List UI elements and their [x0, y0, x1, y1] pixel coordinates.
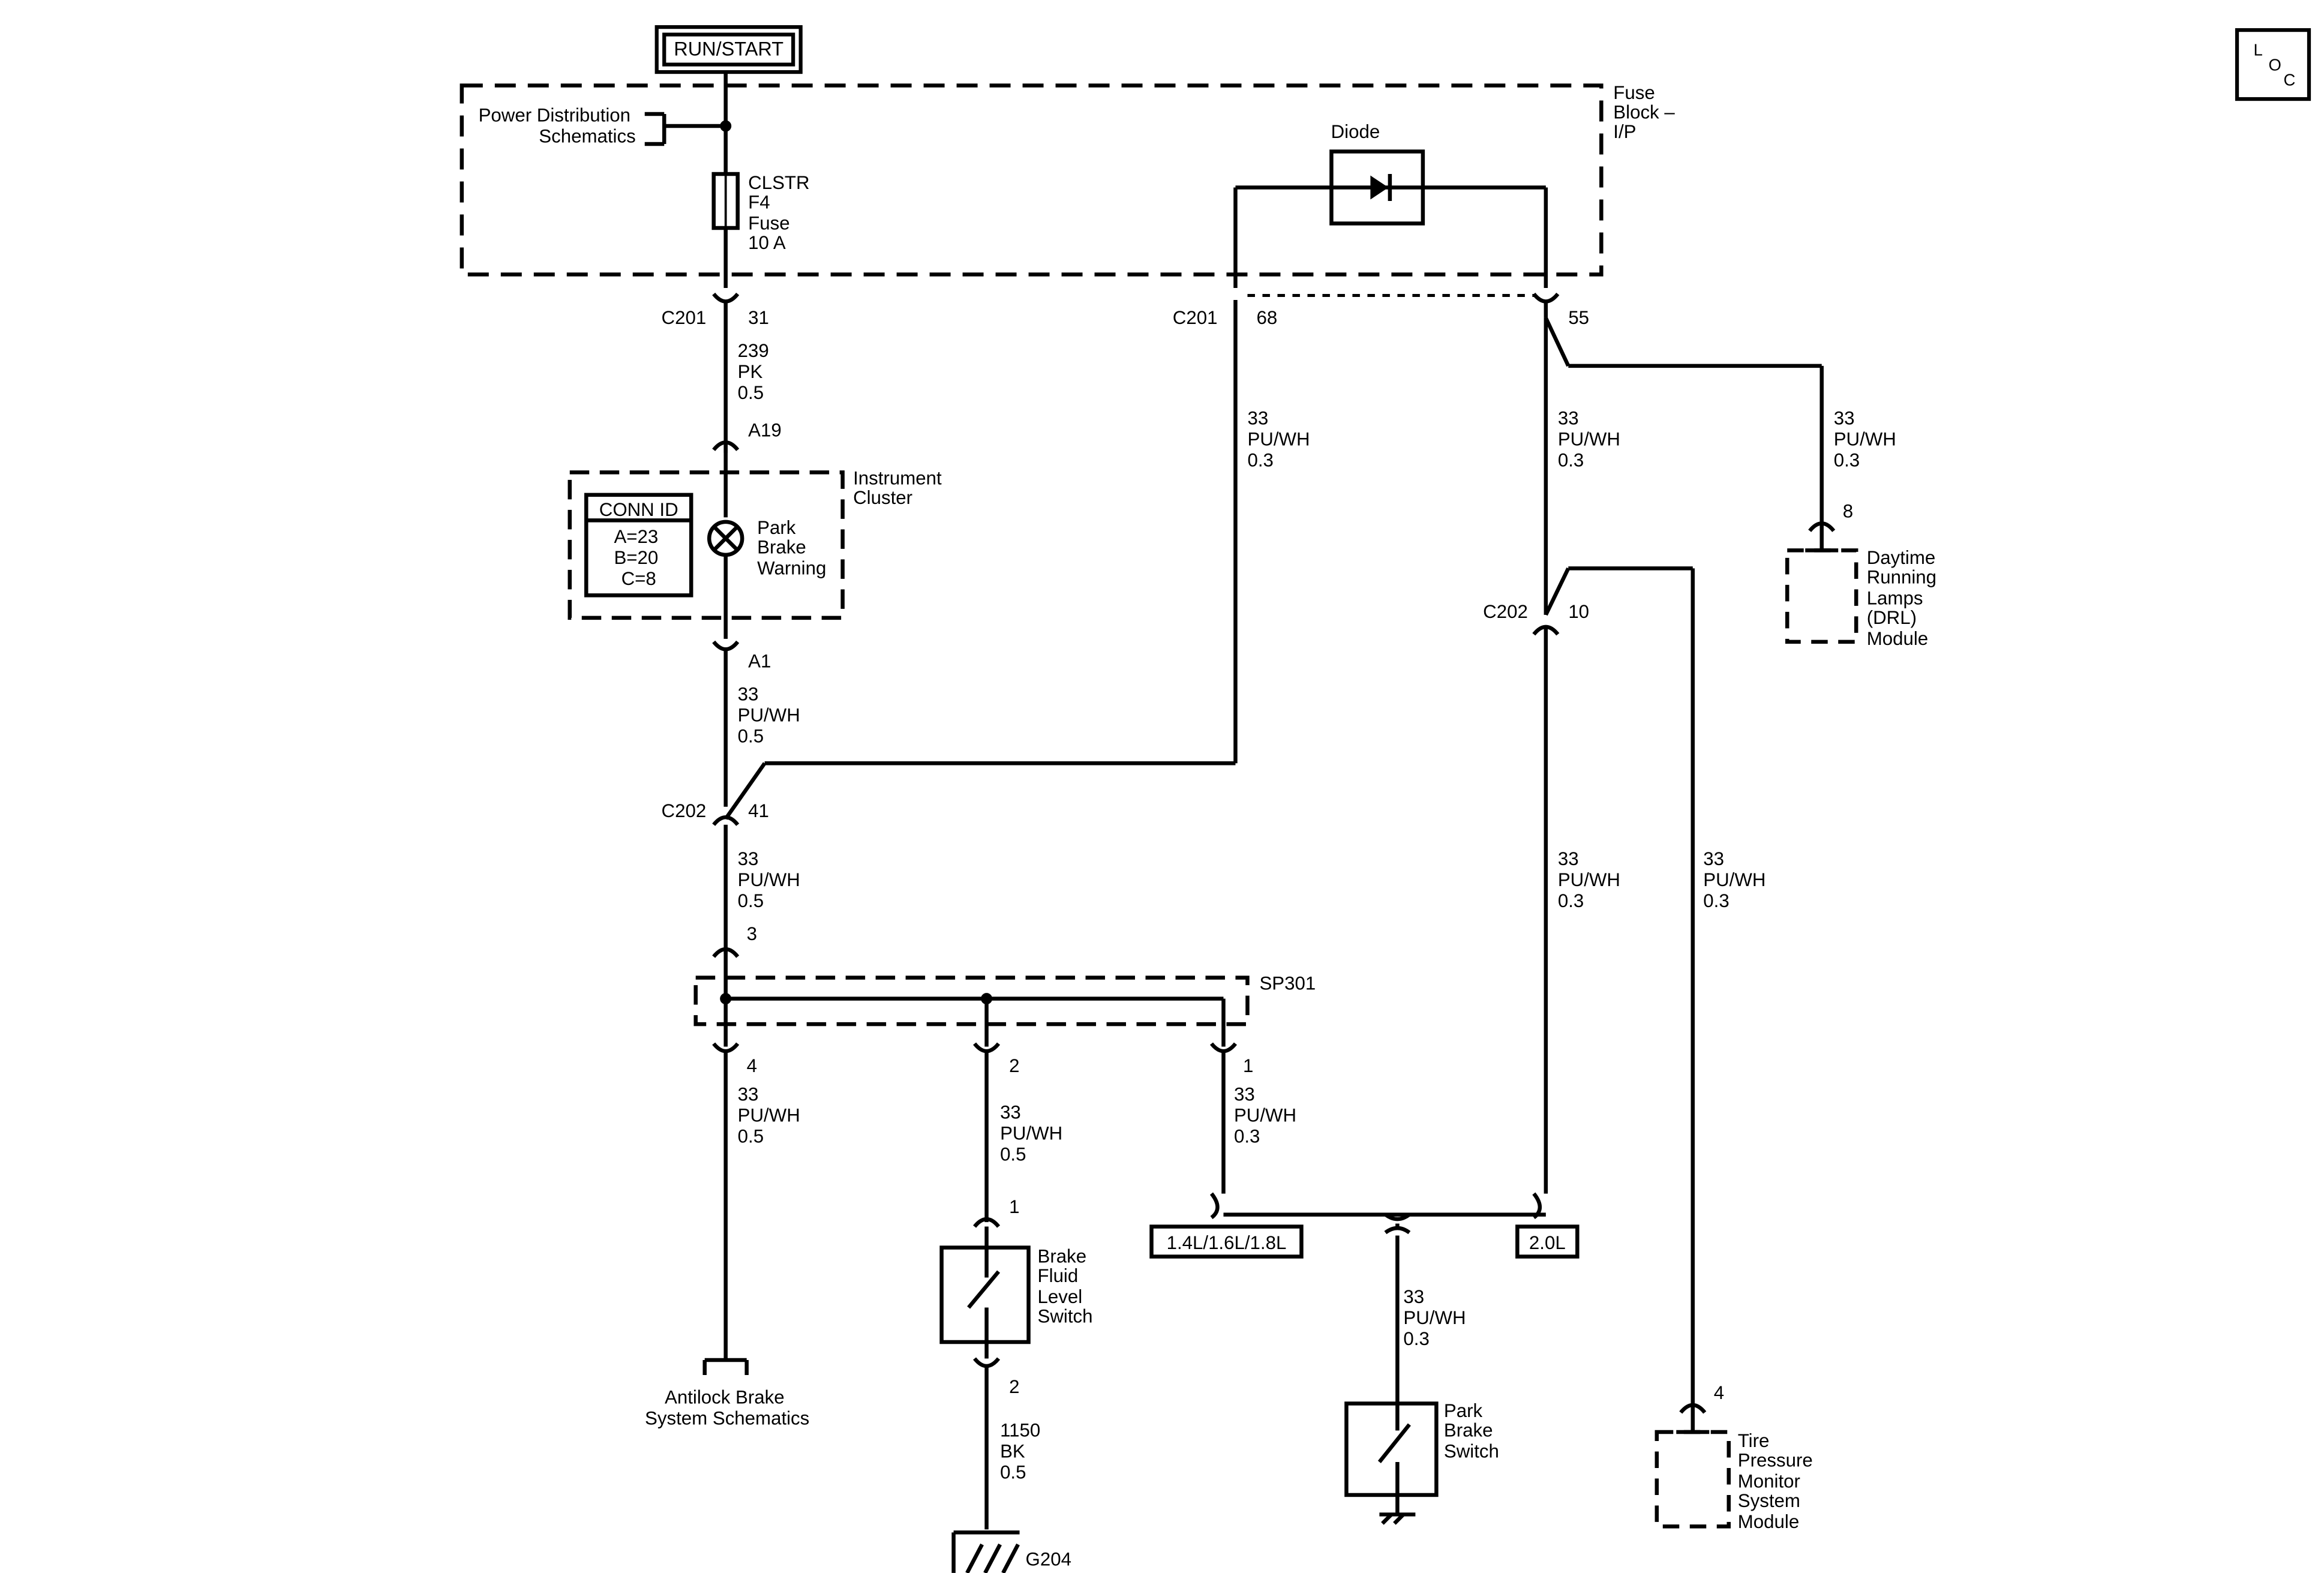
instrument-cluster-boundary — [568, 470, 845, 620]
clstr-fuse — [711, 126, 740, 288]
clstr-fuse-label: CLSTR F4 Fuse 10 A — [748, 172, 815, 253]
a19-connector — [712, 440, 740, 518]
loc-l: L — [2254, 41, 2263, 59]
brake-fluid-switch-label: Brake Fluid Level Switch — [1038, 1246, 1093, 1327]
park-brake-switch — [1344, 1401, 1439, 1525]
wire-1150-bk-label: 1150 BK 0.5 — [1000, 1419, 1046, 1482]
option-bus — [1209, 1192, 1546, 1404]
a1-connector — [712, 640, 740, 807]
conn-id-rows: A=23 B=20 C=8 — [614, 526, 663, 589]
wire-239-pk-label: 239 PK 0.5 — [738, 340, 774, 403]
run-start-source — [654, 25, 803, 127]
park-brake-switch-label: Park Brake Switch — [1444, 1400, 1499, 1461]
power-distribution-label: Power Distribution Schematics — [479, 105, 636, 147]
option-left-label: 1.4L/1.6L/1.8L — [1167, 1232, 1287, 1253]
ground-g204 — [951, 1530, 1020, 1573]
brake-fluid-bottom-pin: 2 — [1009, 1376, 1019, 1397]
c201-31-name: C201 — [662, 307, 707, 328]
run-start-label: RUN/START — [674, 38, 783, 60]
wire-33-a1-label: 33 PU/WH 0.5 — [738, 683, 806, 746]
drl-module-label: Daytime Running Lamps (DRL) Module — [1867, 547, 1942, 649]
c201-31-pin: 31 — [748, 307, 769, 328]
wire-c201-55 — [1532, 292, 1824, 615]
wire-33-abs-label: 33 PU/WH 0.5 — [738, 1084, 806, 1147]
sp301-out-pin-1: 1 — [1243, 1055, 1253, 1076]
sp301-in-pin: 3 — [747, 923, 757, 944]
tpms-module-label: Tire Pressure Monitor System Module — [1738, 1430, 1818, 1532]
wire-33-c201-68-label: 33 PU/WH 0.3 — [1247, 407, 1315, 470]
diode-label: Diode — [1331, 121, 1380, 142]
tpms-pin: 4 — [1714, 1382, 1724, 1403]
loc-c: C — [2284, 71, 2296, 89]
loc-o: O — [2269, 56, 2281, 74]
c202-10-pin: 10 — [1568, 601, 1589, 622]
c201-68-pin: 68 — [1256, 307, 1277, 328]
sp301-splice — [693, 975, 1250, 1047]
brake-fluid-level-switch — [939, 1217, 1031, 1530]
drl-module — [1785, 521, 1858, 644]
wire-33-tpms-label: 33 PU/WH 0.3 — [1703, 848, 1771, 911]
loc-box — [2235, 28, 2311, 101]
fuse-block-boundary — [460, 83, 1604, 277]
wire-33-c202-sp301-label: 33 PU/WH 0.5 — [738, 848, 806, 911]
wire-33-c202-10-label: 33 PU/WH 0.3 — [1558, 848, 1626, 911]
option-left-box — [1149, 1224, 1304, 1259]
c202-10-name: C202 — [1483, 601, 1528, 622]
c202-pin41-connector — [712, 815, 740, 954]
c202-41-pin: 41 — [748, 800, 769, 821]
sp301-out-pin-2: 2 — [1009, 1055, 1019, 1076]
park-brake-warning-lamp — [707, 520, 744, 639]
c201-55-pin: 55 — [1568, 307, 1589, 328]
c201-68-name: C201 — [1173, 307, 1218, 328]
sp301-out-pin-4: 4 — [747, 1055, 757, 1076]
power-distribution-bracket — [644, 112, 732, 146]
c201-pin31-connector — [712, 292, 740, 453]
abs-reference-symbol — [702, 1358, 749, 1375]
instrument-cluster-label: Instrument Cluster — [853, 467, 947, 508]
fuse-block-label: Fuse Block – I/P — [1613, 82, 1680, 142]
a19-pin: A19 — [748, 419, 782, 440]
diode — [1233, 149, 1548, 288]
wire-c201-68-to-c202-41 — [724, 299, 1238, 820]
sp301-outputs — [712, 1042, 1238, 1361]
c202-41-name: C202 — [662, 800, 707, 821]
tpms-module — [1655, 1403, 1731, 1529]
abs-schematics-label: Antilock Brake System Schematics — [645, 1386, 809, 1428]
wire-33-drl-label: 33 PU/WH 0.3 — [1834, 407, 1902, 470]
conn-id-table — [584, 493, 693, 598]
c202-pin10-connector — [1532, 566, 1695, 1404]
park-brake-warning-label: Park Brake Warning — [757, 517, 826, 578]
drl-pin: 8 — [1843, 500, 1853, 521]
wire-33-park-brake-label: 33 PU/WH 0.3 — [1403, 1286, 1471, 1349]
wire-33-c201-55-label: 33 PU/WH 0.3 — [1558, 407, 1626, 470]
option-right-box — [1515, 1224, 1580, 1259]
g204-label: G204 — [1026, 1548, 1071, 1569]
wire-33-brake-fluid-label: 33 PU/WH 0.5 — [1000, 1102, 1068, 1165]
option-right-label: 2.0L — [1529, 1232, 1566, 1253]
wire-33-sp301-pin1-label: 33 PU/WH 0.3 — [1234, 1084, 1302, 1147]
conn-id-title: CONN ID — [599, 499, 678, 520]
a1-pin: A1 — [748, 650, 771, 671]
sp301-label: SP301 — [1259, 973, 1316, 994]
brake-fluid-top-pin: 1 — [1009, 1196, 1019, 1217]
